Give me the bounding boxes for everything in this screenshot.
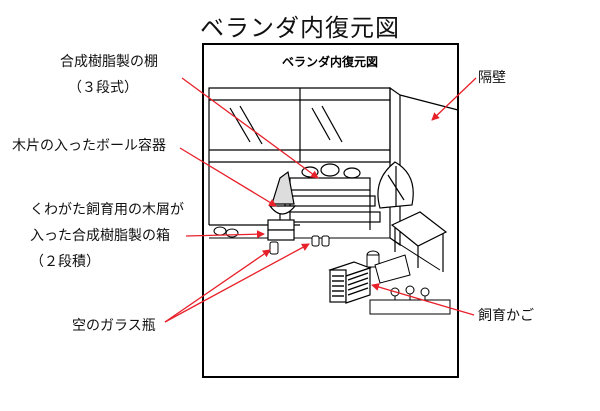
- window: [208, 87, 391, 226]
- breeding-cage: [328, 261, 372, 304]
- floor: [209, 237, 441, 271]
- arrow-bottles-1: [164, 249, 271, 323]
- page-title: ベランダ内復元図: [200, 14, 400, 42]
- arrow-bottles-2: [164, 243, 310, 323]
- wood-bowl: [268, 170, 297, 215]
- planters: [369, 254, 451, 315]
- arrow-wood-container: [179, 147, 277, 207]
- arrow-shelf: [181, 77, 319, 179]
- resin-shelf: [279, 163, 381, 230]
- arrow-wall: [431, 77, 477, 121]
- label-shelf: 合成樹脂製の棚 （３段式）: [60, 52, 158, 98]
- label-box: くわがた飼育用の木屑が 入った合成樹脂製の箱 （２段積）: [30, 200, 184, 272]
- fan-object: [377, 161, 414, 209]
- resin-boxes: [267, 219, 295, 241]
- label-cage: 飼育かご: [478, 308, 534, 324]
- barrel: [366, 250, 380, 268]
- veranda-frame: [202, 43, 459, 378]
- arrow-box: [185, 230, 265, 239]
- label-box-line1: くわがた飼育用の木屑が: [30, 202, 184, 218]
- leader-arrows: [164, 77, 477, 323]
- frame-title: ベランダ内復元図: [282, 54, 378, 69]
- label-box-line2: 入った合成樹脂製の箱: [30, 228, 170, 244]
- label-wall: 隔壁: [478, 70, 506, 86]
- arrow-cage: [371, 283, 475, 316]
- label-shelf-line2: （３段式）: [68, 80, 138, 96]
- side-table: [390, 211, 448, 272]
- glass-bottles: [269, 235, 330, 255]
- label-shelf-line1: 合成樹脂製の棚: [60, 54, 158, 70]
- label-bottles: 空のガラス瓶: [72, 318, 156, 334]
- label-wood-container: 木片の入ったボール容器: [12, 138, 166, 154]
- label-box-line3: （２段積）: [30, 254, 100, 270]
